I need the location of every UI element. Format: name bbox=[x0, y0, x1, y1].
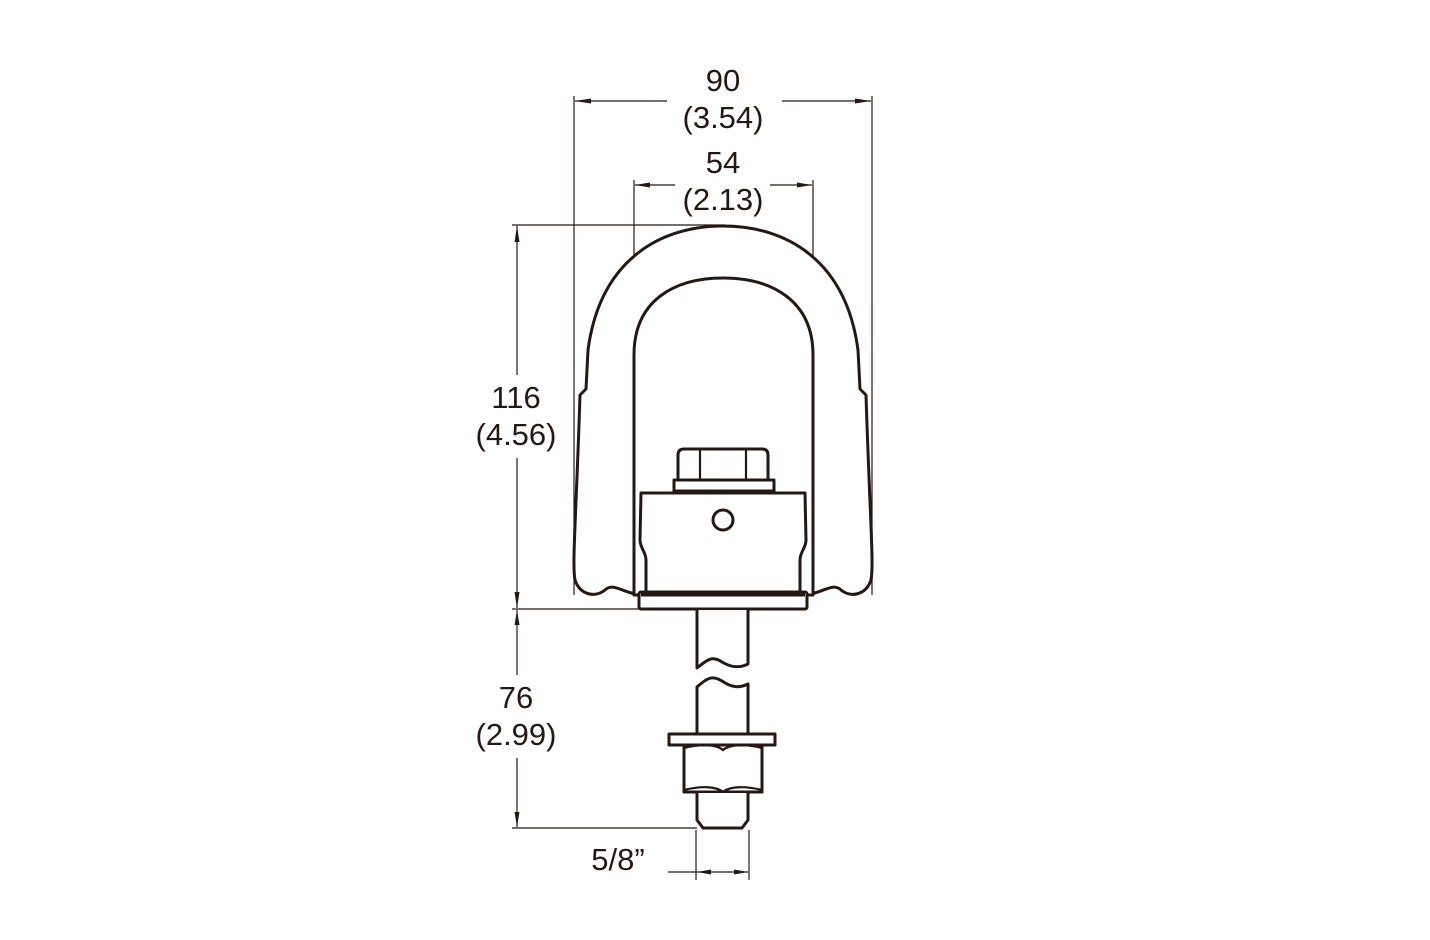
dimension-ring-height: 116 (4.56) bbox=[476, 224, 725, 610]
bolt-shank bbox=[695, 610, 750, 737]
ring-height-mm: 116 bbox=[491, 380, 540, 415]
lower-washer bbox=[667, 732, 777, 747]
dimension-thread-size: 5/8” bbox=[591, 830, 750, 880]
bolt-length-mm: 76 bbox=[499, 680, 533, 715]
bolt-length-inch: (2.99) bbox=[476, 717, 557, 752]
set-hole-icon bbox=[711, 508, 735, 532]
overall-width-inch: (3.54) bbox=[683, 100, 764, 135]
inner-width-inch: (2.13) bbox=[683, 182, 764, 217]
bolt-tip bbox=[695, 793, 750, 830]
lower-hex-nut bbox=[682, 743, 764, 794]
inner-width-mm: 54 bbox=[706, 145, 740, 180]
dimension-overall-width: 90 (3.54) bbox=[573, 63, 873, 595]
top-hex-head bbox=[672, 447, 776, 493]
dimension-bolt-length: 76 (2.99) bbox=[476, 610, 697, 829]
thread-size-label: 5/8” bbox=[591, 842, 644, 877]
base-washer bbox=[637, 590, 809, 611]
ring-height-inch: (4.56) bbox=[476, 417, 557, 452]
overall-width-mm: 90 bbox=[706, 63, 740, 98]
bushing-body bbox=[638, 491, 808, 594]
